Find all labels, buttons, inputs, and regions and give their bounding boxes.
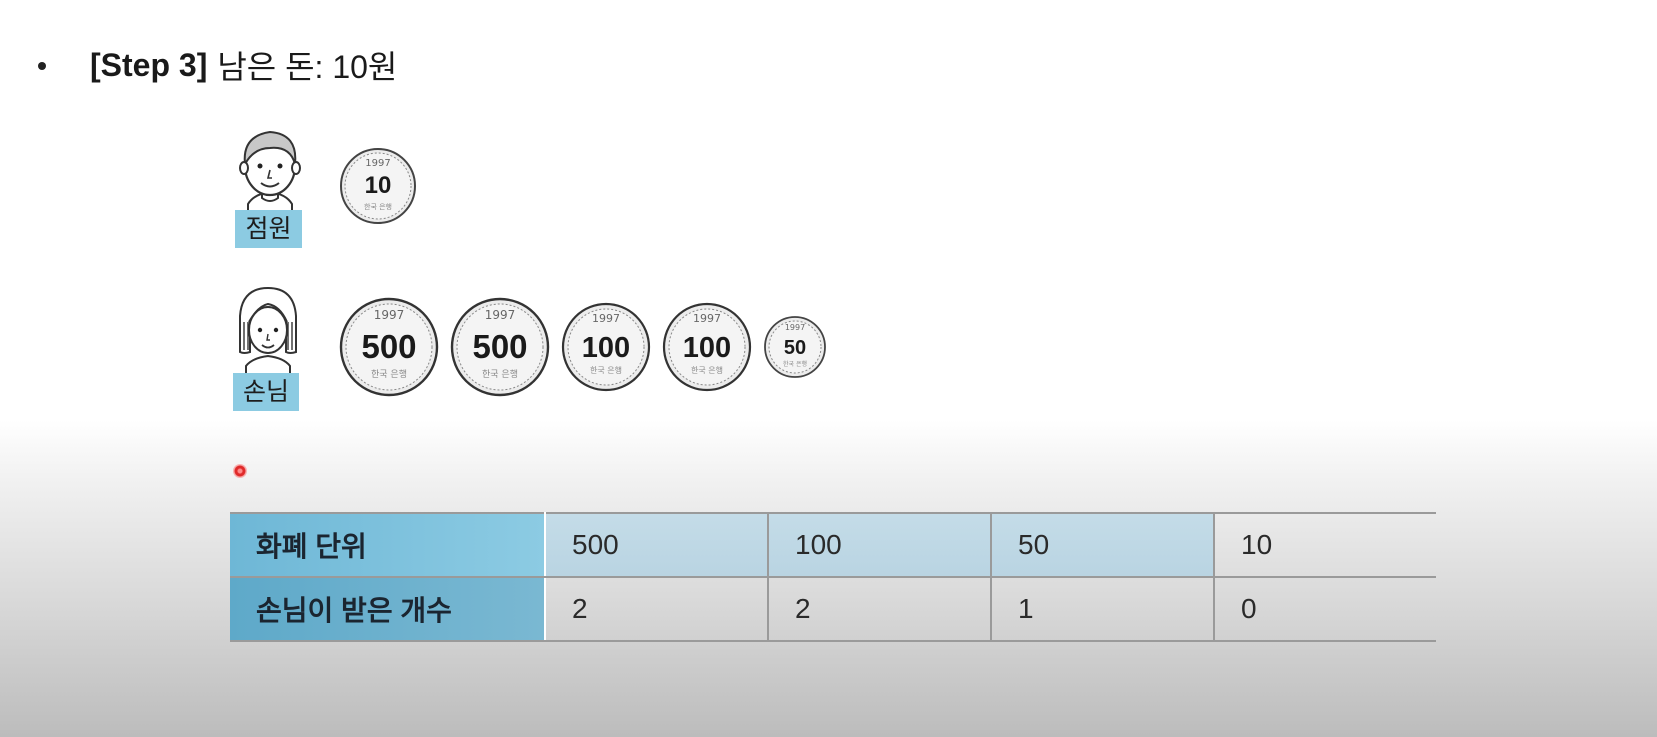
table-row: 화폐 단위 500 100 50 10 — [230, 512, 1436, 578]
coin-bank: 한국 은행 — [371, 368, 407, 380]
coin-value: 50 — [784, 337, 806, 359]
coin-year: 1997 — [785, 323, 805, 332]
coin-bank: 한국 은행 — [482, 368, 518, 380]
laser-pointer-icon — [233, 464, 247, 478]
coin-year: 1997 — [374, 308, 405, 322]
table-row-header: 손님이 받은 개수 — [230, 577, 546, 642]
table-cell: 100 — [768, 512, 992, 578]
coin-icon: 1997 100 한국 은행 — [561, 302, 651, 392]
coin-value: 10 — [365, 172, 392, 199]
coin-year: 1997 — [592, 312, 620, 325]
coin-year: 1997 — [365, 158, 390, 169]
step-tag: [Step 3] — [90, 46, 208, 83]
table-row-header: 화폐 단위 — [230, 512, 546, 578]
coin-value: 100 — [683, 332, 731, 364]
coin-10: 1997 10 한국 은행 — [339, 147, 417, 225]
coin-value: 100 — [582, 332, 630, 364]
coin-bank: 한국 은행 — [783, 360, 807, 368]
coin-50: 1997 50 한국 은행 — [763, 315, 827, 379]
bullet-icon — [38, 62, 46, 70]
clerk-label: 점원 — [235, 210, 302, 248]
coin-500: 1997 500 한국 은행 — [450, 297, 550, 397]
coin-icon: 1997 500 한국 은행 — [339, 297, 439, 397]
coin-value: 500 — [472, 328, 527, 365]
woman-icon — [239, 286, 297, 376]
currency-table: 화폐 단위 500 100 50 10 손님이 받은 개수 2 2 1 0 — [230, 512, 1436, 642]
coin-icon: 1997 50 한국 은행 — [764, 316, 826, 378]
coin-icon: 1997 10 한국 은행 — [340, 148, 416, 224]
table-cell: 0 — [1214, 577, 1436, 642]
table-cell: 500 — [545, 512, 769, 578]
table-cell: 2 — [768, 577, 992, 642]
table-cell: 1 — [991, 577, 1215, 642]
coin-100: 1997 100 한국 은행 — [561, 302, 651, 392]
coin-icon: 1997 500 한국 은행 — [450, 297, 550, 397]
table-cell: 10 — [1214, 512, 1436, 578]
coin-bank: 한국 은행 — [590, 365, 622, 375]
coin-value: 500 — [361, 328, 416, 365]
table-cell: 50 — [991, 512, 1215, 578]
coin-500: 1997 500 한국 은행 — [339, 297, 439, 397]
coin-icon: 1997 100 한국 은행 — [662, 302, 752, 392]
customer-label: 손님 — [233, 373, 299, 411]
clerk-avatar — [234, 120, 306, 214]
coin-bank: 한국 은행 — [364, 202, 392, 211]
remaining-money-text: 남은 돈: 10원 — [217, 49, 398, 85]
table-row: 손님이 받은 개수 2 2 1 0 — [230, 577, 1436, 642]
step-heading: [Step 3] 남은 돈: 10원 — [38, 40, 397, 90]
customer-avatar — [232, 282, 304, 376]
coin-year: 1997 — [693, 312, 721, 325]
table-cell: 2 — [545, 577, 769, 642]
coin-100: 1997 100 한국 은행 — [662, 302, 752, 392]
man-icon — [239, 130, 301, 214]
coin-year: 1997 — [485, 308, 516, 322]
coin-bank: 한국 은행 — [691, 365, 723, 375]
